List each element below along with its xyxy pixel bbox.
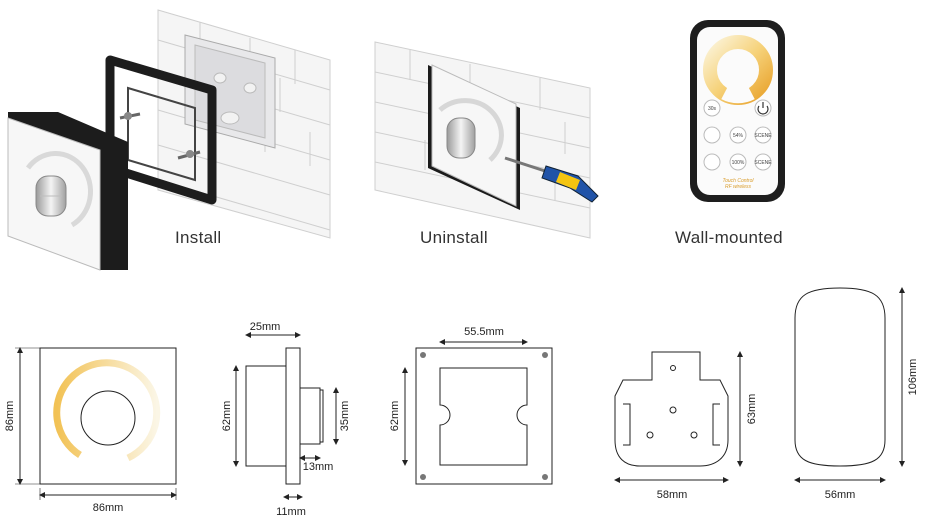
dim-side-knob: 35mm [339, 401, 351, 432]
dimmer-panel-install [7, 112, 128, 271]
install-caption: Install [175, 228, 222, 247]
remote-control: 30s 54% SCENE 100% SCENE Touch Control R… [690, 20, 785, 202]
frame-view: 55.5mm 62mm [389, 326, 553, 485]
uninstall-caption: Uninstall [420, 228, 488, 247]
remote-btn-8: SCENE [754, 160, 772, 166]
remote-buttons: 30s 54% SCENE 100% SCENE [703, 99, 772, 171]
dim-holder-width: 58mm [657, 489, 688, 501]
screwdriver-icon [504, 156, 599, 203]
dimmer-panel-mounted [428, 64, 520, 210]
dim-frame-width: 55.5mm [464, 326, 504, 338]
dim-panel-width: 86mm [93, 502, 124, 514]
dim-side-height: 62mm [221, 401, 233, 432]
remote-btn-4: 54% [733, 133, 744, 139]
color-ring [703, 35, 773, 105]
power-icon [757, 102, 769, 115]
front-view-panel: 86mm 86mm [4, 347, 177, 514]
remote-outline-view: 106mm 56mm [794, 287, 919, 501]
dim-side-knob-depth: 13mm [303, 461, 334, 473]
dim-holder-height: 63mm [746, 394, 758, 425]
dim-remote-width: 56mm [825, 489, 856, 501]
dim-side-plate: 11mm [276, 506, 306, 518]
holder-view: 63mm 58mm [614, 351, 758, 501]
remote-btn-5: SCENE [754, 133, 772, 139]
remote-btn-1: 30s [708, 106, 717, 112]
remote-btn-7: 100% [732, 160, 745, 166]
wall-mounted-caption: Wall-mounted [675, 228, 783, 247]
mounting-frame [105, 55, 217, 205]
side-view: 25mm 62mm 35mm 13mm 11mm [221, 321, 351, 518]
remote-sub: RF wireless [725, 184, 752, 190]
dim-panel-height: 86mm [4, 401, 16, 432]
remote-brand: Touch Control [723, 178, 755, 184]
dim-frame-height: 62mm [389, 401, 401, 432]
uninstall-illustration [374, 41, 599, 239]
install-illustration [7, 9, 331, 271]
dim-remote-height: 106mm [907, 359, 919, 396]
dim-side-top: 25mm [250, 321, 281, 333]
